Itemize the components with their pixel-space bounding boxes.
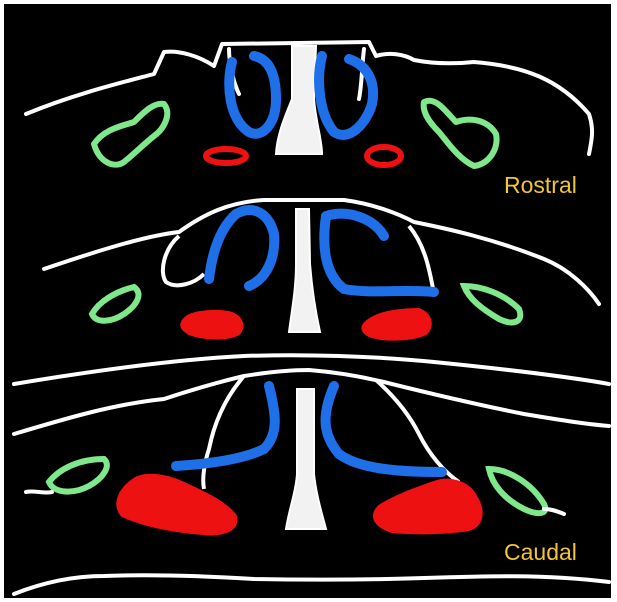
caudal-green-left	[49, 459, 107, 492]
caudal-blue-right	[326, 386, 442, 472]
middle-green-left	[92, 287, 139, 321]
rostral-green-left	[94, 104, 167, 165]
section-drawing	[4, 4, 611, 598]
middle-blue-right	[324, 214, 434, 292]
middle-right-fold	[409, 226, 434, 294]
caudal-red-left	[117, 475, 236, 535]
rostral-red-left	[206, 149, 246, 163]
caudal-midline	[286, 389, 326, 529]
middle-green-right	[464, 286, 520, 322]
caudal-bottom-outline	[14, 575, 609, 594]
caudal-red-right	[374, 480, 482, 534]
diagram-frame: Rostral Caudal	[4, 4, 611, 598]
caudal-blue-left	[176, 386, 275, 466]
rostral-midline	[276, 46, 322, 154]
middle-left-fold	[163, 236, 204, 285]
caudal-left-wall	[203, 376, 244, 489]
caudal-white-tail-left	[26, 491, 52, 492]
caudal-green-right	[489, 469, 545, 513]
label-rostral: Rostral	[504, 172, 577, 199]
middle-red-left	[181, 311, 242, 339]
rostral-section	[26, 42, 592, 166]
middle-midline	[289, 209, 320, 332]
rostral-blue-left	[229, 56, 276, 134]
middle-section	[44, 200, 599, 340]
rostral-blue-right	[319, 56, 373, 135]
label-caudal: Caudal	[504, 539, 577, 566]
middle-red-right	[362, 309, 430, 340]
rostral-red-right	[367, 147, 401, 165]
middle-blue-left	[209, 210, 274, 286]
rostral-green-right	[424, 101, 497, 166]
